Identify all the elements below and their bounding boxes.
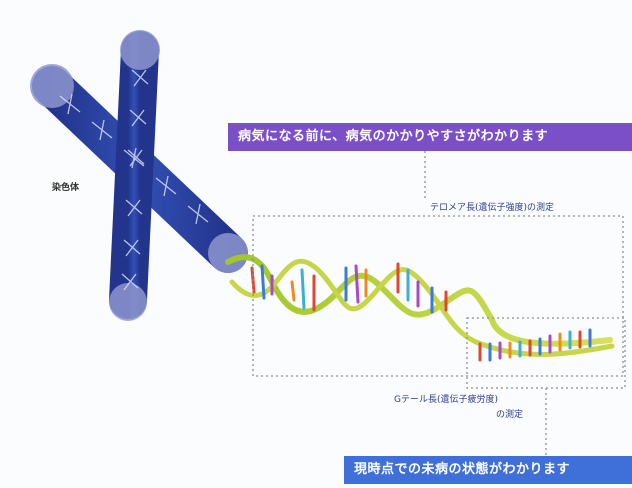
telomere-measure-label: テロメア長(遺伝子強度)の測定: [430, 203, 555, 213]
gtail-measure-label-line2: の測定: [496, 410, 524, 420]
chromosome-label: 染色体: [52, 183, 80, 193]
gtail-measure-label-line1: Gテール長(遺伝子疲労度): [394, 395, 498, 405]
banner-top: 病気になる前に、病気のかかりやすさがわかります: [228, 123, 632, 151]
g-tail: [478, 328, 592, 362]
telomere-bracket: [252, 215, 624, 377]
dna-helix: [225, 254, 615, 362]
chromosome: [30, 30, 248, 321]
measurement-guides: [252, 151, 626, 456]
banner-bottom: 現時点での未病の状態がわかります: [344, 456, 632, 484]
